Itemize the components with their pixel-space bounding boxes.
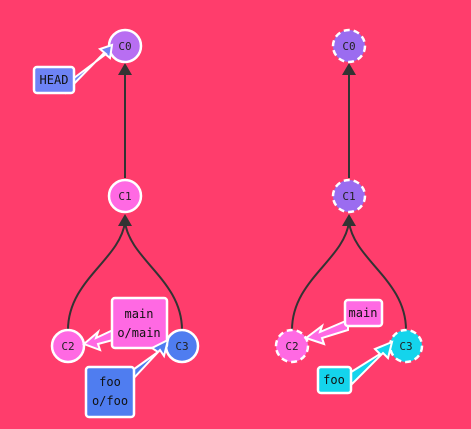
- main-tag-label-left: main: [125, 307, 154, 321]
- o-main-tag-label: o/main: [117, 326, 160, 340]
- commit-c3-label: C3: [175, 340, 188, 353]
- foo-branch-tag-right[interactable]: foo: [316, 340, 394, 395]
- edge-c3-c1: [124, 221, 183, 331]
- edge-c1-arrowhead: [118, 214, 132, 226]
- remote-commit-c2-label: C2: [285, 340, 298, 353]
- commit-c0[interactable]: C0: [107, 28, 143, 64]
- o-foo-tag-label: o/foo: [92, 394, 128, 408]
- edge-c1-arrowhead-right: [342, 214, 356, 226]
- head-ref-tag[interactable]: HEAD: [32, 43, 114, 95]
- remote-repo-tree: C0 C1 C2 C3 main foo: [274, 28, 424, 395]
- commit-c0-label: C0: [118, 40, 131, 53]
- edge-c3-c1-right: [348, 221, 407, 331]
- remote-commit-c0-label: C0: [342, 40, 355, 53]
- head-tag-label: HEAD: [40, 73, 69, 87]
- foo-branch-tag-left[interactable]: foo o/foo: [84, 338, 170, 419]
- main-branch-tag-right[interactable]: main: [303, 298, 384, 346]
- foo-branch-arrow-left: [128, 338, 170, 383]
- remote-commit-c3-label: C3: [399, 340, 412, 353]
- commit-c3[interactable]: C3: [164, 328, 200, 364]
- commit-c2[interactable]: C2: [50, 328, 86, 364]
- local-repo-tree: C0 C1 C2 C3 HEAD main o/main: [32, 28, 200, 419]
- edge-c1-c0-arrowhead-right: [342, 63, 356, 75]
- main-branch-tag-left[interactable]: main o/main: [82, 296, 169, 352]
- foo-tag-label-right: foo: [323, 373, 345, 387]
- remote-commit-c0[interactable]: C0: [331, 28, 367, 64]
- foo-tag-label-left: foo: [99, 375, 121, 389]
- edge-c2-c1-right: [291, 221, 350, 331]
- main-branch-arrow-left: [82, 328, 114, 352]
- commit-c1-label: C1: [118, 190, 131, 203]
- main-branch-arrow-right: [303, 318, 349, 346]
- foo-branch-arrow-right: [346, 340, 394, 386]
- edge-c2-c1: [67, 221, 126, 331]
- remote-commit-c1[interactable]: C1: [331, 178, 367, 214]
- edge-c1-c0-arrowhead: [118, 63, 132, 75]
- remote-commit-c3[interactable]: C3: [388, 328, 424, 364]
- remote-commit-c2[interactable]: C2: [274, 328, 310, 364]
- remote-commit-c1-label: C1: [342, 190, 355, 203]
- commit-c1[interactable]: C1: [107, 178, 143, 214]
- commit-c2-label: C2: [61, 340, 74, 353]
- main-tag-label-right: main: [349, 306, 378, 320]
